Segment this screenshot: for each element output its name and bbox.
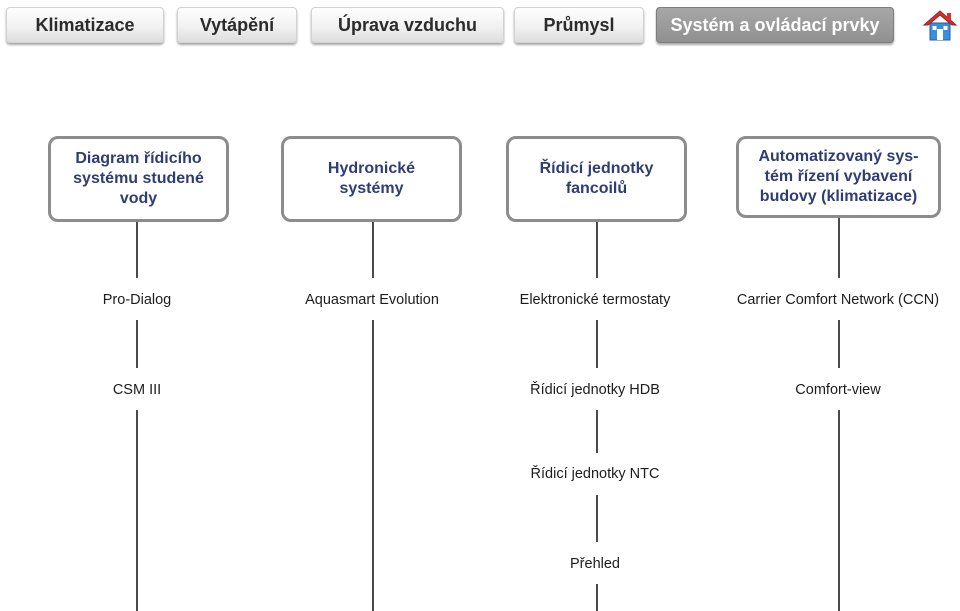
category-label: Řídicí jednotky fancoilů [539, 160, 654, 197]
home-button[interactable] [922, 8, 958, 42]
connector-line [136, 222, 138, 278]
connector-line [596, 410, 598, 453]
link-aquasmart-evolution[interactable]: Aquasmart Evolution [305, 292, 439, 308]
category-fancoil-controllers[interactable]: Řídicí jednotky fancoilů [506, 136, 687, 222]
link-comfort-view[interactable]: Comfort-view [795, 382, 881, 398]
connector-line [838, 320, 840, 368]
category-label: Hydronické systémy [327, 160, 416, 197]
home-icon [922, 10, 958, 41]
category-label: Automatizovaný sys- tém řízení vybavení … [758, 148, 919, 205]
connector-line [838, 218, 840, 278]
category-chilled-water-control[interactable]: Diagram řídicího systému studené vody [48, 136, 229, 222]
category-hydronic-systems[interactable]: Hydronické systémy [281, 136, 462, 222]
category-label: Diagram řídicího systému studené vody [73, 150, 204, 207]
connector-line [596, 584, 598, 611]
tab-klimatizace[interactable]: Klimatizace [6, 7, 164, 43]
link-pro-dialog[interactable]: Pro-Dialog [102, 292, 172, 308]
tab-uprava-vzduchu[interactable]: Úprava vzduchu [311, 7, 504, 43]
connector-line [596, 495, 598, 542]
link-carrier-comfort-network[interactable]: Carrier Comfort Network (CCN) [736, 292, 940, 308]
link-csm-iii[interactable]: CSM III [112, 382, 162, 398]
link-prehled[interactable]: Přehled [570, 556, 620, 572]
connector-line [596, 222, 598, 278]
tab-system-a-ovladaci-prvky[interactable]: Systém a ovládací prvky [656, 7, 894, 43]
connector-line [136, 320, 138, 368]
connector-line [596, 320, 598, 368]
connector-line [372, 222, 374, 278]
category-building-automation[interactable]: Automatizovaný sys- tém řízení vybavení … [736, 136, 941, 218]
link-elektronicke-termostaty[interactable]: Elektronické termostaty [519, 292, 671, 308]
link-ridici-jednotky-hdb[interactable]: Řídicí jednotky HDB [530, 382, 660, 398]
tab-vytapeni[interactable]: Vytápění [177, 7, 297, 43]
connector-line [838, 410, 840, 611]
connector-line [136, 410, 138, 611]
link-ridici-jednotky-ntc[interactable]: Řídicí jednotky NTC [530, 466, 660, 482]
connector-line [372, 320, 374, 611]
tab-prumysl[interactable]: Průmysl [514, 7, 644, 43]
